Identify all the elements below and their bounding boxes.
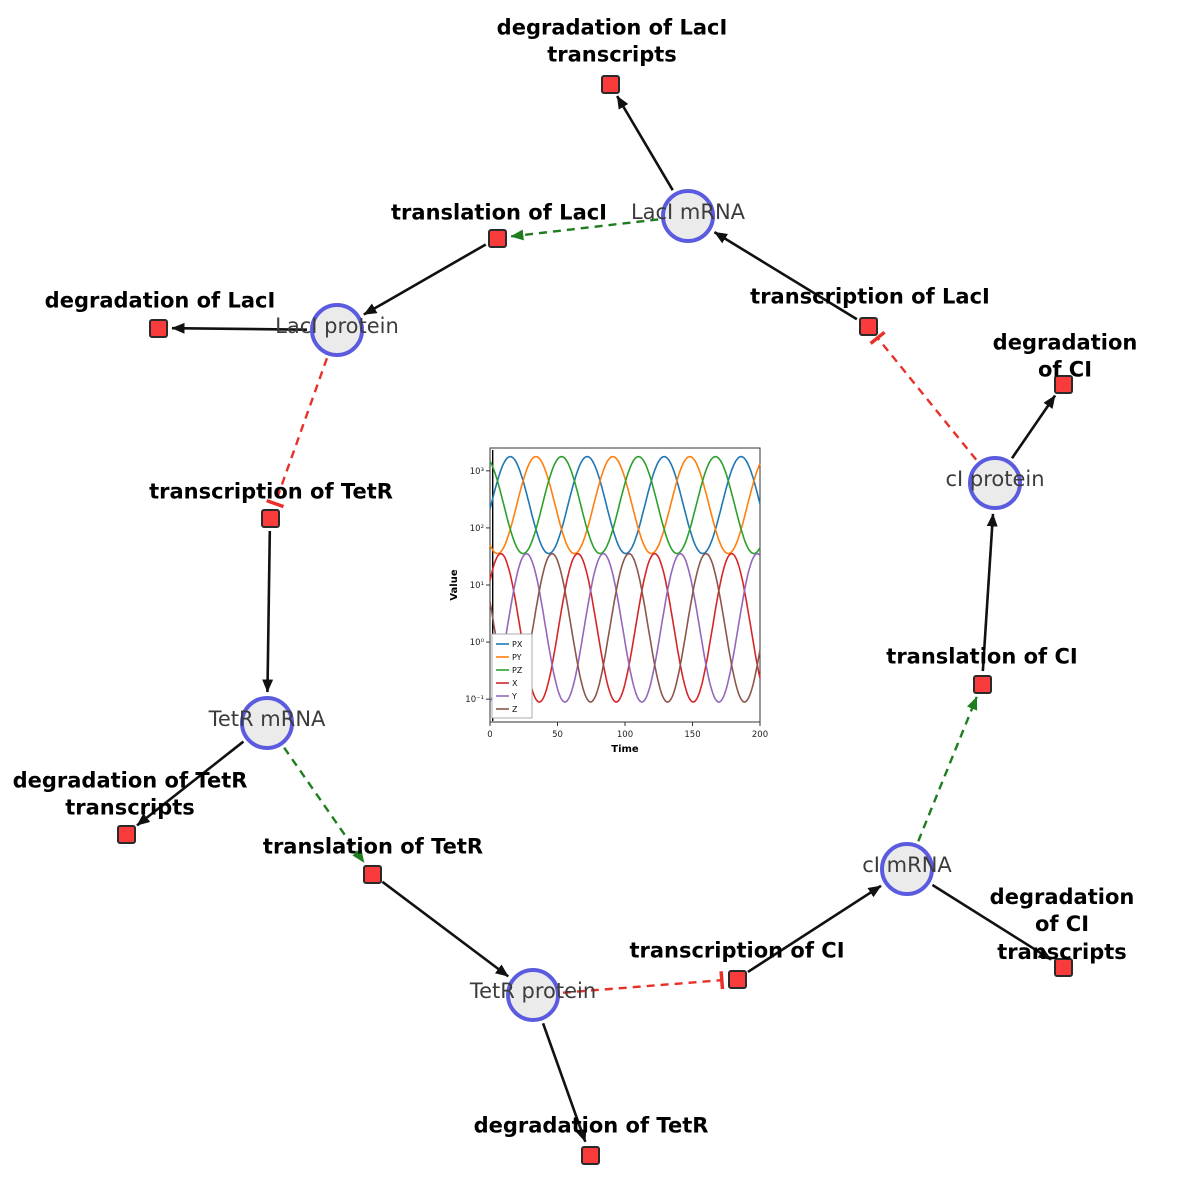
reaction-node-translation-laci[interactable] <box>487 228 507 248</box>
species-label-laci-mrna: LacI mRNA <box>630 200 746 224</box>
reaction-node-translation-tetr[interactable] <box>362 864 382 884</box>
edge-translation-tetr-to-tetr-protein <box>381 880 509 978</box>
reaction-label-deg-ci: degradation of CI <box>992 330 1138 382</box>
svg-text:10³: 10³ <box>470 467 484 477</box>
reaction-node-deg-ci-transcripts[interactable] <box>1053 957 1073 977</box>
svg-text:200: 200 <box>752 730 768 740</box>
svg-text:10²: 10² <box>470 524 484 534</box>
reaction-label-deg-tetr: degradation of TetR <box>473 1113 709 1138</box>
reaction-label-deg-ci-transcripts: degradation of CI transcripts <box>989 885 1135 964</box>
species-node-tetr-protein[interactable] <box>506 968 560 1022</box>
reaction-label-translation-laci: translation of LacI <box>391 200 607 225</box>
reaction-node-transcription-laci[interactable] <box>858 316 878 336</box>
reaction-node-deg-laci-transcripts[interactable] <box>600 74 620 94</box>
species-label-ci-mrna: cI mRNA <box>862 853 952 877</box>
x-axis-label: Time <box>611 744 639 755</box>
edge-ci-protein-to-transcription-laci <box>869 330 978 461</box>
reaction-label-translation-tetr: translation of TetR <box>262 834 484 859</box>
reaction-label-transcription-tetr: transcription of TetR <box>149 479 393 504</box>
legend-label-Y: Y <box>511 692 517 701</box>
reaction-label-deg-laci-transcripts: degradation of LacI transcripts <box>496 15 728 67</box>
y-axis-label: Value <box>449 569 460 600</box>
legend-label-PY: PY <box>512 653 522 662</box>
reaction-node-deg-ci[interactable] <box>1053 374 1073 394</box>
reaction-label-translation-ci: translation of CI <box>886 644 1078 669</box>
edge-ci-mrna-to-translation-ci <box>917 696 978 842</box>
reaction-node-translation-ci[interactable] <box>972 674 992 694</box>
series-Y <box>489 552 761 703</box>
species-node-tetr-mrna[interactable] <box>240 696 294 750</box>
svg-text:0: 0 <box>487 730 492 740</box>
series-X <box>489 552 761 703</box>
species-node-laci-mrna[interactable] <box>661 189 715 243</box>
species-label-tetr-mrna: TetR mRNA <box>208 707 326 731</box>
svg-text:100: 100 <box>617 730 633 740</box>
series-PZ <box>489 455 761 555</box>
reaction-node-transcription-ci[interactable] <box>727 969 747 989</box>
species-node-ci-mrna[interactable] <box>880 842 934 896</box>
legend-label-X: X <box>512 679 518 688</box>
svg-text:50: 50 <box>552 730 563 740</box>
legend-label-Z: Z <box>512 705 518 714</box>
series-PX <box>489 455 761 555</box>
svg-text:150: 150 <box>684 730 700 740</box>
reaction-node-deg-tetr[interactable] <box>580 1145 600 1165</box>
species-node-laci-protein[interactable] <box>310 303 364 357</box>
species-node-ci-protein[interactable] <box>968 456 1022 510</box>
species-label-laci-protein: LacI protein <box>275 314 399 338</box>
species-label-ci-protein: cI protein <box>945 467 1045 491</box>
legend-label-PZ: PZ <box>512 666 523 675</box>
reaction-label-transcription-ci: transcription of CI <box>629 938 845 963</box>
reaction-label-transcription-laci: transcription of LacI <box>750 284 990 309</box>
edge-translation-laci-to-laci-protein <box>363 243 487 316</box>
series-PY <box>489 455 761 555</box>
reaction-node-deg-tetr-transcripts[interactable] <box>116 824 136 844</box>
svg-text:10¹: 10¹ <box>470 581 484 591</box>
reaction-label-deg-tetr-transcripts: degradation of TetR transcripts <box>12 768 248 820</box>
svg-text:10⁰: 10⁰ <box>470 638 485 648</box>
species-label-tetr-protein: TetR protein <box>469 979 597 1003</box>
edge-laci-mrna-to-deg-laci-transcripts <box>616 95 674 191</box>
legend-box <box>491 633 533 719</box>
reaction-node-deg-laci[interactable] <box>148 318 168 338</box>
reaction-label-deg-laci: degradation of LacI <box>44 288 276 313</box>
series-Z <box>489 552 761 703</box>
svg-text:10⁻¹: 10⁻¹ <box>465 695 484 705</box>
legend-label-PX: PX <box>512 640 523 649</box>
edge-transcription-tetr-to-tetr-mrna <box>262 530 274 693</box>
reaction-node-transcription-tetr[interactable] <box>260 508 280 528</box>
edge-ci-protein-to-deg-ci <box>1010 394 1057 460</box>
